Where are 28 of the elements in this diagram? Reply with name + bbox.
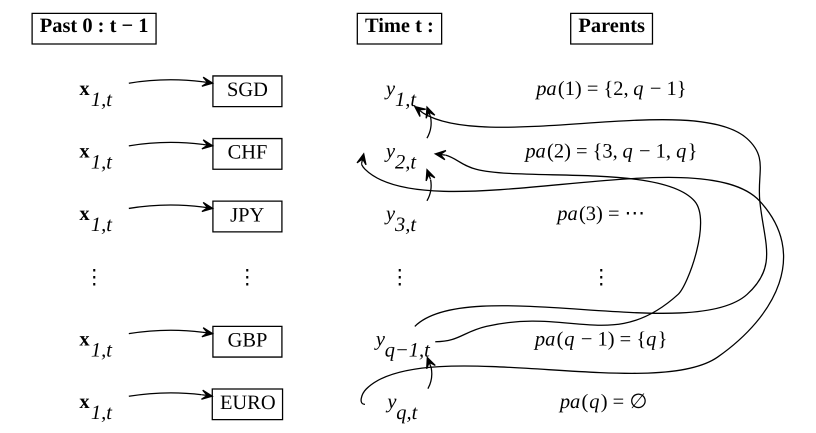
label: ⋮ — [591, 266, 612, 289]
arrow — [356, 153, 784, 405]
label: pa(3) = ⋯ — [557, 203, 645, 226]
label: pa(2) = {3, q − 1, q} — [525, 140, 698, 162]
node-box: Parents — [570, 12, 654, 45]
node-box: Past 0 : t − 1 — [31, 12, 157, 45]
arrow — [426, 106, 436, 139]
node-box: EURO — [212, 388, 284, 420]
arrow — [426, 356, 436, 389]
arrow — [414, 106, 768, 327]
arrow — [128, 390, 213, 400]
arrow — [128, 202, 214, 212]
node-box: SGD — [212, 75, 283, 108]
label: ⋮ — [237, 266, 258, 289]
label: ⋮ — [84, 266, 104, 289]
arrow — [434, 150, 702, 342]
node-box: Time t : — [356, 12, 442, 45]
arrow — [128, 327, 214, 338]
label: pa(q) = ∅ — [560, 390, 646, 413]
arrow — [128, 76, 214, 87]
arrow — [426, 169, 436, 202]
label: pa(1) = {2, q − 1} — [536, 78, 687, 100]
label: pa(q − 1) = {q} — [534, 328, 668, 350]
arrow — [128, 139, 214, 150]
label: ⋮ — [389, 266, 410, 289]
node-box: GBP — [212, 326, 283, 358]
node-box: CHF — [212, 138, 283, 170]
node-box: JPY — [212, 200, 283, 232]
